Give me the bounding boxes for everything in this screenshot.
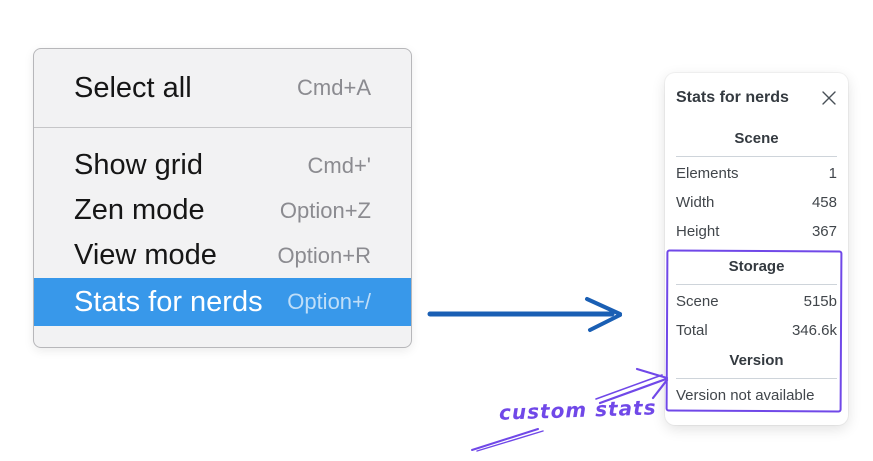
annotation-tail-stroke — [471, 428, 544, 452]
menu-group-view: Show grid Cmd+' Zen mode Option+Z View m… — [34, 128, 411, 326]
menu-item-label: View mode — [74, 239, 217, 271]
menu-item-stats-for-nerds[interactable]: Stats for nerds Option+/ — [34, 278, 411, 326]
stat-row-width: Width 458 — [676, 188, 837, 217]
stat-label: Total — [676, 322, 708, 339]
menu-divider — [34, 127, 411, 128]
stat-value: 1 — [828, 165, 837, 182]
section-divider — [676, 378, 837, 379]
menu-item-show-grid[interactable]: Show grid Cmd+' — [34, 143, 411, 188]
menu-item-label: Stats for nerds — [74, 285, 263, 318]
stat-row-elements: Elements 1 — [676, 159, 837, 188]
stats-section-header: Storage — [728, 258, 785, 275]
stats-panel: Stats for nerds Scene Elements 1 Width 4… — [665, 73, 848, 425]
stat-label: Width — [676, 194, 715, 211]
menu-item-shortcut: Option+R — [277, 242, 371, 268]
context-menu: Select all Cmd+A Show grid Cmd+' Zen mod… — [33, 48, 412, 348]
stats-section-storage: Storage Scene 515b Total 346.6k — [676, 259, 837, 345]
stats-section-version: Version Version not available — [676, 353, 837, 410]
section-divider — [676, 156, 837, 157]
annotation-label: custom stats — [498, 395, 657, 425]
menu-item-select-all[interactable]: Select all Cmd+A — [34, 49, 411, 127]
stat-value: 458 — [811, 194, 837, 211]
stats-section-scene: Scene Elements 1 Width 458 Height 367 — [676, 131, 837, 246]
stats-panel-titlebar: Stats for nerds — [676, 89, 837, 107]
stat-label: Scene — [676, 293, 719, 310]
stat-value: 346.6k — [791, 322, 837, 339]
menu-item-label: Zen mode — [74, 194, 205, 226]
stat-row-total-storage: Total 346.6k — [676, 316, 837, 345]
arrow-menu-to-panel — [427, 297, 622, 332]
section-divider — [676, 284, 837, 285]
stats-section-header: Version — [729, 352, 784, 369]
stat-label: Height — [676, 223, 720, 240]
stat-label: Elements — [676, 165, 739, 182]
stat-row-scene-storage: Scene 515b — [676, 287, 837, 316]
close-icon[interactable] — [821, 90, 837, 106]
menu-item-zen-mode[interactable]: Zen mode Option+Z — [34, 188, 411, 233]
menu-item-label: Show grid — [74, 149, 203, 181]
menu-item-shortcut: Cmd+' — [307, 152, 372, 178]
stat-value: 515b — [803, 293, 837, 310]
version-note: Version not available — [676, 387, 815, 404]
menu-item-shortcut: Cmd+A — [297, 75, 371, 100]
menu-item-shortcut: Option+/ — [287, 289, 371, 314]
stat-value: 367 — [811, 223, 837, 240]
menu-item-shortcut: Option+Z — [279, 197, 371, 223]
stat-row-height: Height 367 — [676, 217, 837, 246]
menu-item-label: Select all — [74, 71, 192, 104]
menu-item-view-mode[interactable]: View mode Option+R — [34, 233, 411, 278]
stats-section-header: Scene — [734, 130, 779, 147]
stats-panel-title: Stats for nerds — [676, 89, 789, 106]
